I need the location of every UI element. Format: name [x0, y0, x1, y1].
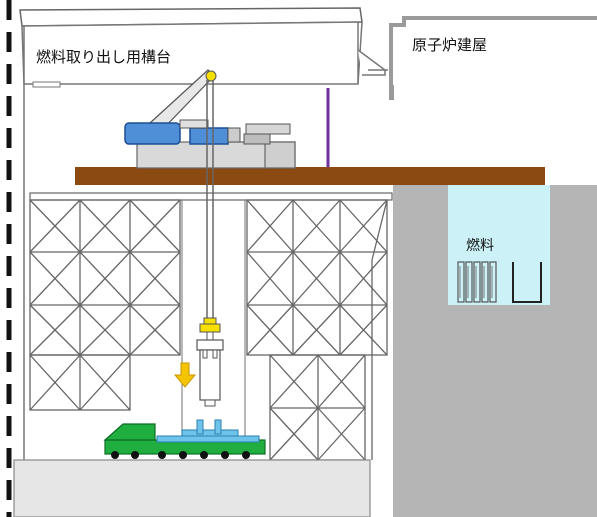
- crane-detail: [227, 127, 241, 143]
- spent-fuel-pool: 燃料: [448, 185, 550, 305]
- vehicle-wheel: [131, 451, 139, 459]
- vehicle-wheel: [200, 451, 208, 459]
- crane-base-right: [264, 141, 296, 169]
- transport-vehicle: [103, 419, 266, 459]
- pool-fuel-label: 燃料: [466, 237, 494, 254]
- girder: [75, 167, 545, 185]
- pool-cask-slot: [512, 262, 542, 303]
- cask-container: [156, 435, 260, 443]
- reactor-building-label: 原子炉建屋: [412, 36, 487, 54]
- cask-pin-1: [196, 419, 204, 435]
- fuel-rack: [457, 261, 497, 303]
- cask-lid: [181, 429, 239, 437]
- crane-trolley-3: [179, 119, 209, 129]
- vehicle-wheel: [221, 451, 229, 459]
- crane-cab: [245, 123, 291, 135]
- fuel-handling-machine: [124, 69, 296, 169]
- right-truss: [246, 199, 388, 461]
- crane-trolley-2: [189, 127, 229, 145]
- vehicle-wheel: [158, 451, 166, 459]
- structure-label: 燃料取り出し用構台: [36, 48, 171, 66]
- vehicle-cab: [103, 423, 156, 441]
- crane-cab-2: [243, 133, 271, 145]
- reactor-building-outline: [389, 16, 597, 100]
- vehicle-wheel: [179, 451, 187, 459]
- girder-underside: [29, 192, 393, 201]
- cover-seal-bracket: [357, 49, 386, 76]
- cover-vent: [32, 81, 61, 88]
- pool-water: [448, 185, 550, 305]
- transfer-cask-hoist: [196, 317, 224, 407]
- ground-floor: [13, 459, 371, 517]
- crane-hook-pulley: [205, 70, 217, 82]
- vehicle-wheel: [111, 451, 119, 459]
- cover-structure: 燃料取り出し用構台: [19, 7, 388, 460]
- cask-pin-2: [214, 419, 222, 435]
- left-truss: [29, 199, 181, 411]
- vehicle-wheel: [242, 451, 250, 459]
- crane-trolley: [124, 122, 181, 145]
- down-arrow-icon: [173, 362, 197, 388]
